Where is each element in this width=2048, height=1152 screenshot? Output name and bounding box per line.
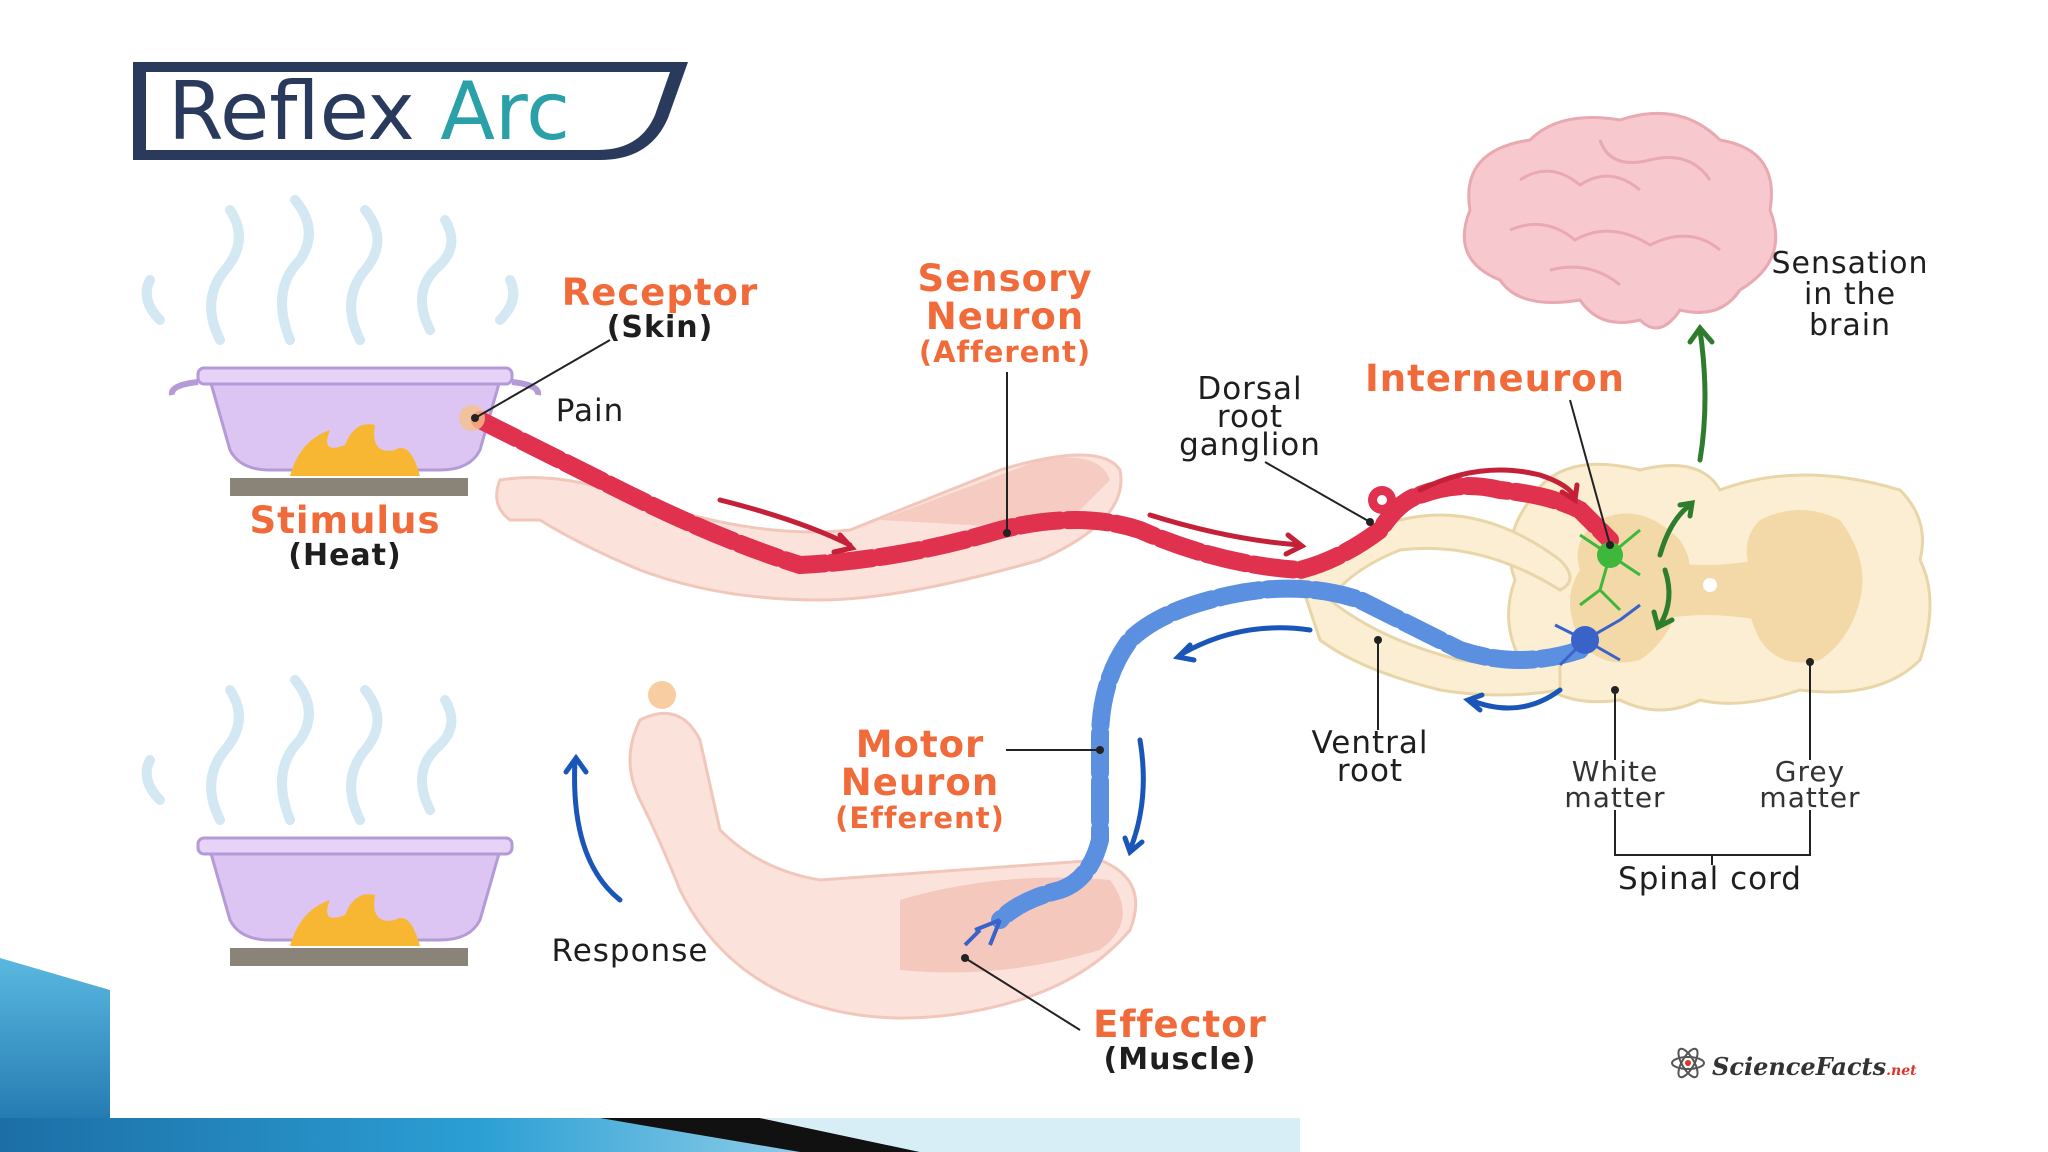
spinal-cord-label: Spinal cord [1618, 861, 1802, 897]
slide-corner-decoration [0, 958, 1300, 1152]
steam-top [141, 195, 519, 345]
grey-matter-label-line2: matter [1759, 781, 1861, 814]
ventral-root-label-line2: root [1336, 753, 1404, 789]
atom-logo-icon [1671, 1047, 1705, 1079]
sensation-label-line2: in the [1803, 277, 1897, 312]
receptor-label: Receptor [561, 271, 759, 314]
motor-neuron-label-line2: Neuron [840, 761, 1000, 804]
sensory-neuron-label-line1: Sensory [917, 257, 1093, 300]
sensory-neuron-label-line2: Neuron [925, 295, 1085, 338]
leader-lines [474, 339, 1811, 1031]
flow-arrows [563, 323, 1715, 903]
leader-dots [471, 414, 1814, 962]
steam-bottom [141, 675, 457, 825]
ventral-root-label-line1: Ventral [1311, 725, 1429, 761]
response-label: Response [551, 933, 709, 969]
pain-label: Pain [555, 393, 625, 429]
sensation-label-line1: Sensation [1771, 246, 1929, 281]
pot-bottom [196, 836, 514, 966]
nerve-roots [1298, 513, 1572, 697]
sensation-label-line3: brain [1808, 308, 1892, 343]
brand-logo-text: ScienceFacts.net [1712, 1052, 1917, 1081]
brand-suffix: .net [1886, 1063, 1917, 1079]
dorsal-root-label-line1: Dorsal [1197, 371, 1303, 407]
stimulus-label: Stimulus [249, 499, 441, 542]
grey-matter-label-line1: Grey [1774, 755, 1846, 788]
motor-neuron-label-line1: Motor [855, 723, 985, 766]
page-title: Reflex Arc [168, 66, 570, 158]
motor-neuron-path [963, 579, 1589, 947]
effector-sublabel: (Muscle) [1103, 1042, 1257, 1077]
dorsal-root-label-line3: ganglion [1179, 427, 1321, 463]
stimulus-sublabel: (Heat) [288, 538, 402, 573]
interneuron-label: Interneuron [1365, 357, 1625, 400]
pot-top [168, 366, 542, 496]
lower-arm [628, 681, 1138, 1020]
title-word-2: Arc [440, 65, 571, 158]
effector-label: Effector [1093, 1003, 1267, 1046]
upper-arm [495, 453, 1123, 602]
white-matter-label-line1: White [1571, 755, 1659, 788]
motor-neuron-cell [1554, 603, 1641, 667]
receptor-sublabel: (Skin) [606, 310, 714, 345]
white-matter-label-line2: matter [1564, 781, 1666, 814]
brain [1462, 111, 1778, 330]
brand-name: ScienceFacts [1712, 1052, 1887, 1081]
interneuron-cell [1579, 528, 1641, 612]
sensory-neuron-sublabel: (Afferent) [918, 335, 1092, 369]
motor-neuron-sublabel: (Efferent) [835, 801, 1005, 835]
title-word-1: Reflex [168, 65, 415, 158]
title-frame [133, 62, 688, 160]
dorsal-root-label-line2: root [1216, 399, 1284, 435]
